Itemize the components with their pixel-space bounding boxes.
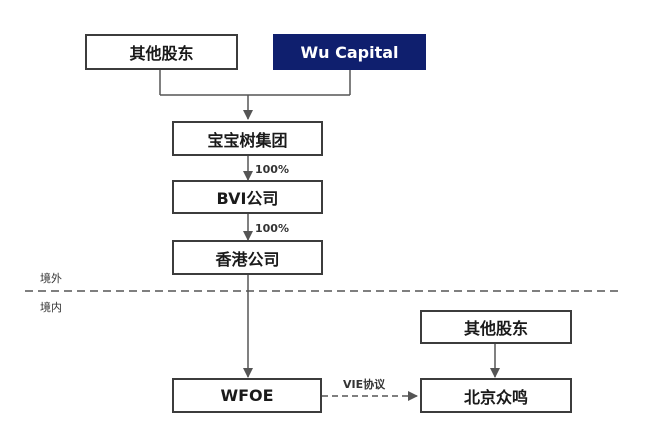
- node-other-shareholders-bottom: 其他股东: [420, 310, 572, 344]
- node-label: 其他股东: [129, 44, 194, 63]
- node-hk-company: 香港公司: [172, 240, 323, 275]
- node-label: 其他股东: [463, 319, 528, 338]
- edge-label-bvi-hk: 100%: [255, 222, 289, 235]
- node-other-shareholders-top: 其他股东: [85, 34, 238, 70]
- region-label-onshore: 境内: [40, 301, 62, 314]
- node-wu-capital: Wu Capital: [273, 34, 426, 70]
- edge-label-group-bvi: 100%: [255, 163, 289, 176]
- node-label: 宝宝树集团: [207, 130, 288, 150]
- node-label: 北京众鸣: [463, 387, 528, 407]
- node-label: 香港公司: [215, 249, 280, 269]
- node-label: Wu Capital: [300, 42, 399, 62]
- edge-label-vie: VIE协议: [343, 378, 386, 391]
- node-beijing-zhongming: 北京众鸣: [420, 378, 572, 413]
- node-baobaoshu-group: 宝宝树集团: [172, 121, 323, 156]
- region-label-offshore: 境外: [40, 272, 62, 285]
- node-label: BVI公司: [216, 189, 279, 208]
- node-wfoe: WFOE: [172, 378, 322, 413]
- node-bvi-company: BVI公司: [172, 180, 323, 214]
- node-label: WFOE: [220, 386, 274, 405]
